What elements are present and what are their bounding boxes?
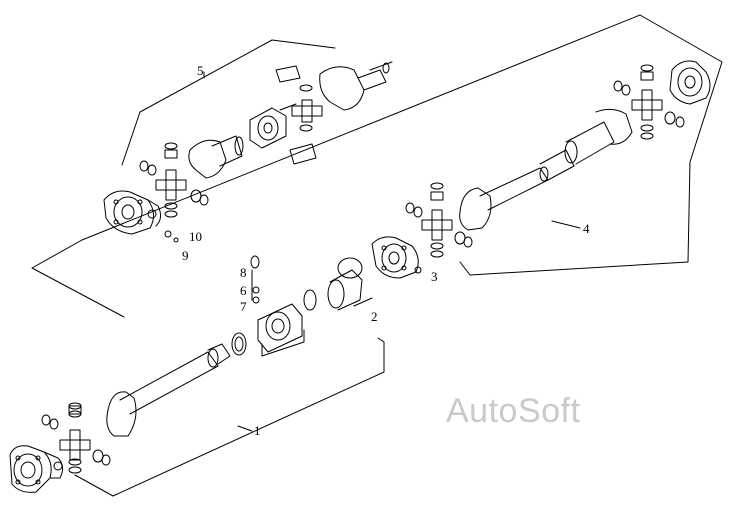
flange-yoke-3 [371, 236, 422, 279]
cross-group-5 [139, 142, 209, 243]
callout-2: 2 [371, 309, 378, 324]
cross-group-5-upper [275, 65, 323, 165]
group-boundaries [31, 14, 723, 497]
flange-yoke-bottom-left [9, 445, 64, 493]
callout-5: 5 [197, 63, 204, 78]
callout-7: 7 [240, 299, 247, 314]
group-1-leader [237, 425, 253, 432]
flange-yoke-top-right [669, 60, 711, 105]
group-4-right-boundary [639, 14, 723, 263]
group-5-boundary [121, 39, 336, 166]
callout-3: 3 [431, 269, 438, 284]
group-1-boundary [74, 337, 385, 497]
watermark-text: AutoSoft [446, 392, 581, 430]
callout-4: 4 [583, 221, 590, 236]
callout-10: 10 [189, 229, 202, 244]
cross-center [405, 182, 473, 258]
cross-right [613, 64, 685, 140]
intermediate-support-bearing [250, 255, 317, 357]
callout-1: 1 [254, 423, 261, 438]
shaft-4 [459, 108, 633, 231]
cross-bottom-left [41, 402, 111, 474]
callout-9: 9 [182, 248, 189, 263]
callout-8: 8 [240, 265, 247, 280]
group-4-bottom-boundary [459, 261, 689, 276]
shaft-1 [106, 332, 247, 437]
group-4-leader [551, 220, 581, 229]
callout-6: 6 [240, 283, 247, 298]
group-4-upper-line [81, 14, 641, 241]
slip-yoke-group-5 [188, 103, 297, 179]
group-4-boundary [31, 239, 125, 318]
flange-yoke-group-5 [103, 190, 162, 235]
flange-2 [327, 257, 373, 311]
yoke-group-5-top [319, 61, 393, 111]
